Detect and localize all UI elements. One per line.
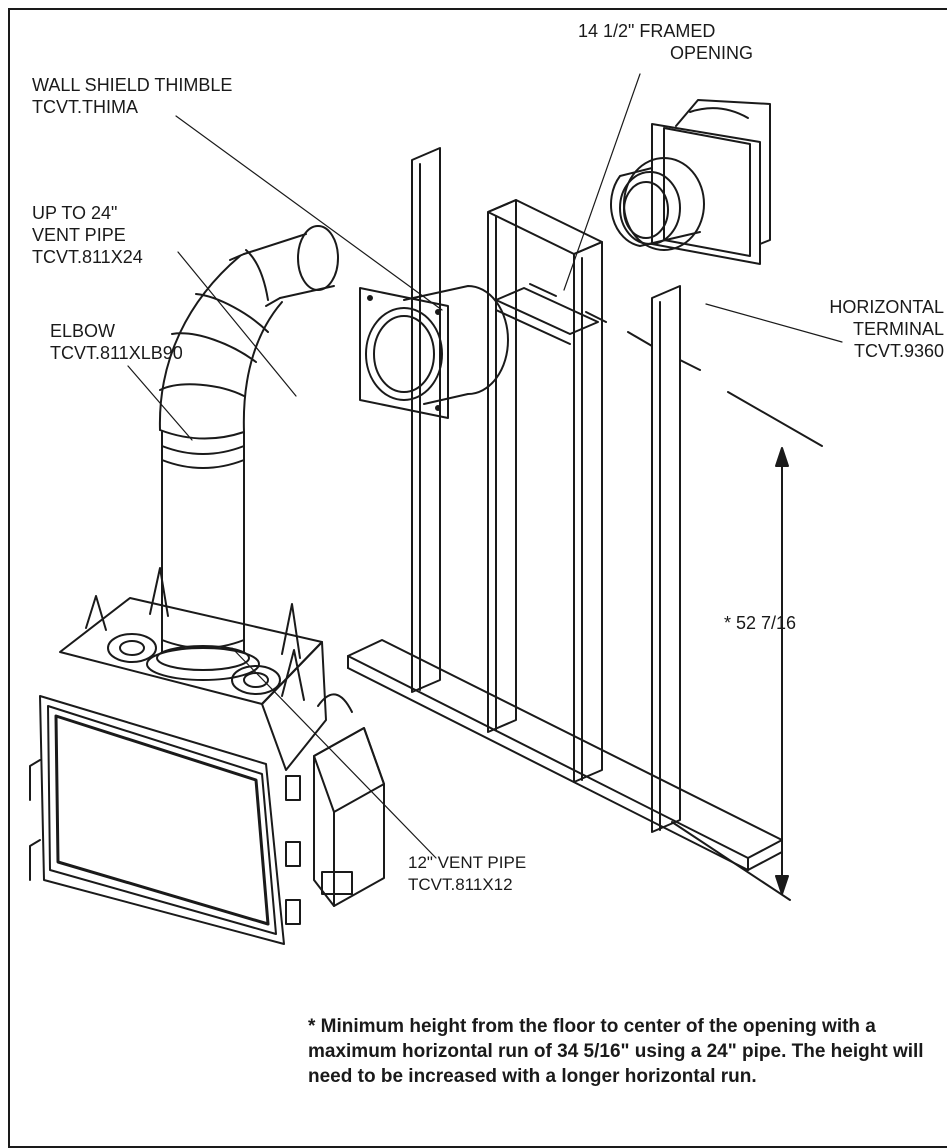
label-line: OPENING bbox=[670, 43, 754, 63]
sill-plate bbox=[495, 287, 599, 335]
footnote: * Minimum height from the floor to cente… bbox=[308, 1016, 924, 1087]
label-vent-pipe-24: UP TO 24" VENT PIPE TCVT.811X24 bbox=[32, 202, 143, 268]
vent-pipe-12 bbox=[146, 431, 260, 681]
height-dimension bbox=[671, 447, 791, 901]
header bbox=[487, 199, 603, 255]
bottom-plate bbox=[347, 639, 783, 859]
vent-pipe-24 bbox=[229, 225, 339, 307]
fireplace-unit bbox=[29, 567, 385, 945]
label-line: TCVT.THIMA bbox=[32, 97, 138, 117]
wall-shield-thimble bbox=[359, 285, 509, 419]
vent-installation-drawing bbox=[29, 73, 843, 945]
leader-lines bbox=[127, 73, 843, 859]
label-horizontal-terminal: HORIZONTAL TERMINAL TCVT.9360 bbox=[829, 296, 944, 362]
label-line: 12" VENT PIPE bbox=[408, 853, 527, 872]
label-line: TCVT.811X12 bbox=[408, 875, 513, 894]
label-line: TCVT.9360 bbox=[853, 341, 944, 361]
right-stud bbox=[651, 285, 681, 833]
label-dimension: * 52 7/16 bbox=[724, 613, 797, 633]
label-framed-opening: 14 1/2" FRAMED OPENING bbox=[578, 20, 753, 64]
horizontal-terminal bbox=[610, 99, 771, 265]
label-line: WALL SHIELD THIMBLE bbox=[32, 75, 233, 95]
label-line: HORIZONTAL bbox=[829, 297, 944, 317]
label-line: 14 1/2" FRAMED bbox=[578, 21, 716, 41]
label-line: VENT PIPE bbox=[32, 225, 126, 245]
vent-centerline bbox=[529, 283, 823, 447]
label-vent-pipe-12: 12" VENT PIPE TCVT.811X12 bbox=[408, 852, 526, 896]
label-wall-shield-thimble: WALL SHIELD THIMBLE TCVT.THIMA bbox=[32, 74, 232, 118]
label-line: ELBOW bbox=[50, 321, 116, 341]
left-stud bbox=[411, 147, 441, 693]
label-line: UP TO 24" bbox=[32, 203, 118, 223]
king-stud-right bbox=[573, 241, 603, 783]
elbow bbox=[158, 255, 283, 440]
king-stud-left bbox=[487, 199, 517, 733]
label-line: TERMINAL bbox=[852, 319, 944, 339]
label-line: TCVT.811XLB90 bbox=[50, 343, 183, 363]
label-line: TCVT.811X24 bbox=[32, 247, 143, 267]
label-elbow: ELBOW TCVT.811XLB90 bbox=[50, 320, 183, 364]
